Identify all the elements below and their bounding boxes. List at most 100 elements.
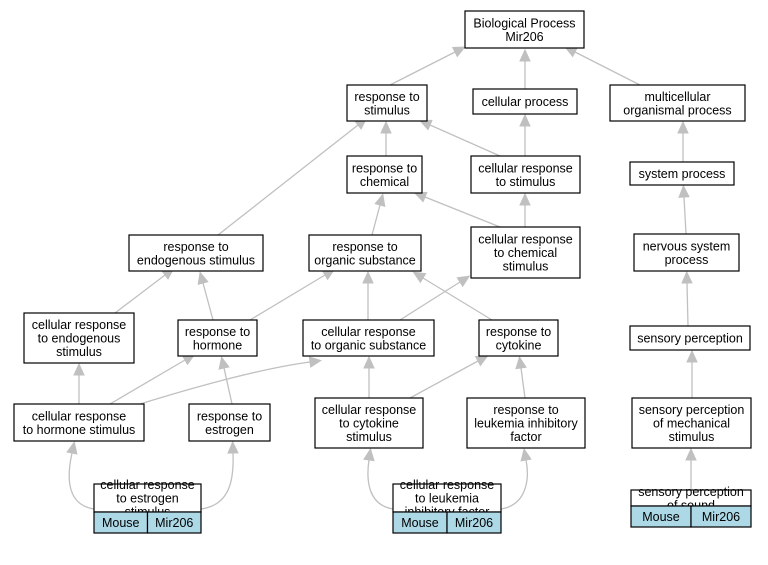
organism-tag-label: Mouse xyxy=(401,516,439,530)
edge-line xyxy=(686,282,689,327)
arrowhead xyxy=(515,355,527,370)
node-box xyxy=(346,155,423,194)
edge-crtlif-to-rtlif xyxy=(500,448,532,510)
node-label-line: Mir206 xyxy=(505,30,543,44)
edge-crtes2-to-crths xyxy=(66,441,95,510)
edge-rtos-to-rtc xyxy=(371,193,386,236)
node-box xyxy=(629,161,735,186)
edge-crtes-to-rtes xyxy=(114,267,175,314)
arrowhead xyxy=(474,355,489,367)
arrowhead xyxy=(519,48,531,62)
node-label-line: stimulus xyxy=(669,430,715,444)
node-label-line: sensory perception xyxy=(638,485,744,499)
node-label-line: stimulus xyxy=(346,430,392,444)
node-label-line: cellular response xyxy=(400,478,495,492)
edge-line xyxy=(109,359,186,405)
node-label-line: response to xyxy=(486,325,551,339)
arrowhead xyxy=(681,270,693,284)
arrowhead xyxy=(685,447,697,461)
node-box xyxy=(629,325,751,351)
arrowhead xyxy=(380,120,392,134)
arrowhead xyxy=(363,447,375,462)
edge-crtcs-to-crts xyxy=(519,192,531,227)
node-label-line: stimulus xyxy=(364,103,410,117)
node-label-line: nervous system xyxy=(643,239,731,253)
edge-line xyxy=(574,51,641,86)
arrowhead xyxy=(73,362,85,376)
edge-crtlif-to-crtcys xyxy=(363,447,394,510)
node-label-line: system process xyxy=(639,167,726,181)
organism-tag-label: Mouse xyxy=(642,510,680,524)
node-label-line: cellular response xyxy=(321,325,416,339)
node-box xyxy=(308,234,422,272)
edge-rtc-to-rts xyxy=(380,120,392,156)
node-label-line: sensory perception xyxy=(639,403,745,417)
node-label-line: stimulus xyxy=(503,260,549,274)
edge-line xyxy=(399,281,461,321)
node-label-line: cellular response xyxy=(32,318,127,332)
edge-sysp-to-mop xyxy=(677,120,689,162)
arrowhead xyxy=(686,349,698,363)
go-term-node[interactable]: cellular process xyxy=(472,88,578,115)
node-label-line: to cytokine xyxy=(339,417,399,431)
node-box xyxy=(609,84,746,122)
arrowhead xyxy=(363,355,375,369)
edge-line xyxy=(367,459,394,510)
node-label-line: organic substance xyxy=(314,253,416,267)
node-box xyxy=(470,155,581,194)
node-box xyxy=(631,397,752,449)
gene-tag xyxy=(146,511,202,534)
gene-tag-label: Mir206 xyxy=(155,516,193,530)
node-label-line: cellular response xyxy=(478,161,573,175)
edge-line xyxy=(114,274,166,314)
go-term-node[interactable]: sensory perception xyxy=(629,325,751,351)
go-term-node[interactable]: system process xyxy=(629,161,735,186)
node-box xyxy=(188,403,271,442)
edge-line xyxy=(422,277,493,321)
node-label-line: cellular response xyxy=(32,409,127,423)
gene-tag-label: Mir206 xyxy=(702,510,740,524)
node-label-line: chemical xyxy=(360,175,409,189)
node-box xyxy=(128,234,264,272)
organism-tag-label: Mouse xyxy=(102,516,140,530)
arrowhead xyxy=(374,193,386,207)
node-box xyxy=(177,319,258,357)
node-label-line: process xyxy=(665,253,709,267)
node-box xyxy=(392,483,502,513)
edge-rth-to-rtos xyxy=(249,268,336,321)
node-box xyxy=(93,483,202,513)
edge-spms-to-sp xyxy=(686,349,698,398)
edge-line xyxy=(202,282,214,321)
edge-line xyxy=(389,51,456,86)
arrowhead xyxy=(519,113,531,127)
edge-crths-to-crtos xyxy=(139,356,323,405)
edge-rth-to-rtes xyxy=(197,271,214,321)
node-label-line: to chemical xyxy=(494,246,557,260)
node-label-line: endogenous stimulus xyxy=(137,253,255,267)
edge-crts-to-rts xyxy=(418,119,501,157)
arrowhead xyxy=(678,184,690,198)
